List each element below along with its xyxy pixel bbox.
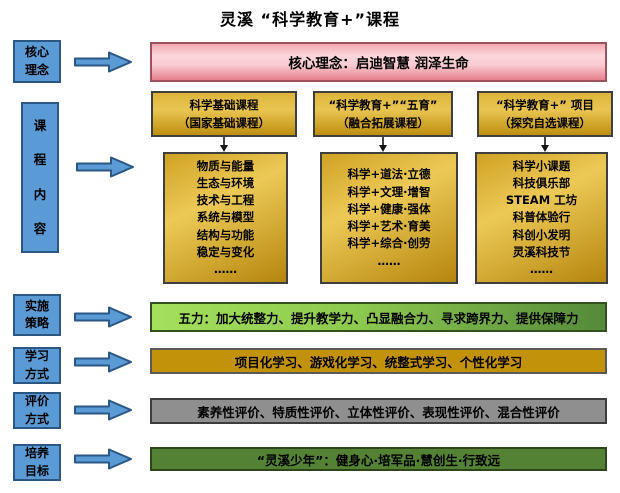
sidebar-label-training-goals: 培养 目标 bbox=[13, 444, 61, 481]
course-list-basic-science: 物质与能量 生态与环境 技术与工程 系统与模型 结构与功能 稳定与变化 …… bbox=[163, 152, 288, 284]
course-list-science-education-plus-project: 科学小课题 科技俱乐部 STEAM 工坊 科普体验行 科创小发明 灵溪科技节 …… bbox=[475, 152, 608, 284]
right-arrow-icon bbox=[73, 447, 133, 471]
course-list-science-education-plus-five: 科学+道法·立德 科学+文理·增智 科学+健康·强体 科学+艺术·育美 科学+综… bbox=[320, 152, 458, 284]
learning-methods-banner: 项目化学习、游戏化学习、统整式学习、个性化学习 bbox=[150, 348, 607, 374]
course-header-basic-science: 科学基础课程 （国家基础课程） bbox=[151, 91, 297, 137]
course-header-science-education-plus-project: “科学教育+” 项目 （探究自选课程） bbox=[477, 91, 613, 137]
sidebar-label-evaluation-methods: 评价 方式 bbox=[13, 392, 61, 429]
down-arrow-icon bbox=[218, 137, 230, 152]
sidebar-label-core-concept: 核心 理念 bbox=[13, 40, 61, 83]
right-arrow-icon bbox=[73, 305, 133, 329]
right-arrow-icon bbox=[73, 398, 133, 422]
sidebar-label-curriculum-content: 课 程 内 容 bbox=[21, 102, 59, 253]
right-arrow-icon bbox=[75, 155, 135, 179]
right-arrow-icon bbox=[73, 350, 133, 374]
right-arrow-icon bbox=[73, 50, 133, 74]
page-title: 灵溪 “科学教育+”课程 bbox=[219, 10, 400, 29]
core-concept-banner: 核心理念：启迪智慧 润泽生命 bbox=[150, 42, 607, 82]
strategy-banner: 五力：加大统整力、提升教学力、凸显融合力、寻求跨界力、提供保障力 bbox=[150, 302, 607, 332]
sidebar-label-learning-methods: 学习 方式 bbox=[13, 347, 61, 384]
training-goal-banner: “灵溪少年”：健身心·培军品·慧创生·行致远 bbox=[150, 447, 607, 471]
down-arrow-icon bbox=[539, 137, 551, 152]
sidebar-label-implementation-strategy: 实施 策略 bbox=[13, 294, 61, 336]
down-arrow-icon bbox=[377, 137, 389, 152]
course-header-science-education-plus-five: “科学教育+”“五育” （融合拓展课程） bbox=[313, 91, 453, 137]
evaluation-methods-banner: 素养性评价、特质性评价、立体性评价、表现性评价、混合性评价 bbox=[150, 398, 607, 424]
